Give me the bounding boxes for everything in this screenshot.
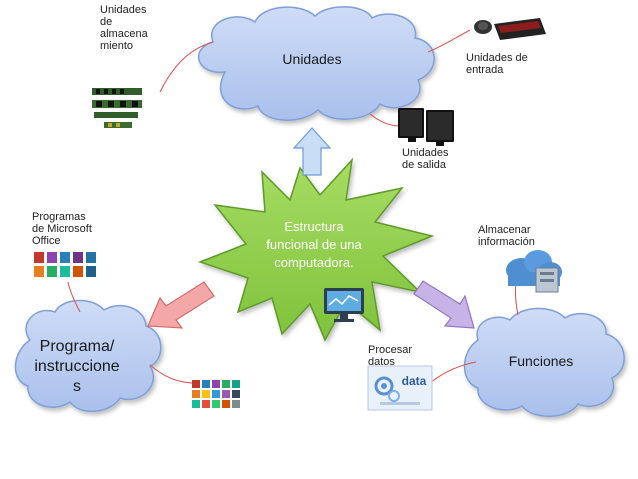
connector-procesar	[429, 361, 477, 384]
arrow-left	[147, 281, 215, 329]
connector-salida	[369, 113, 401, 127]
cloud-storage-icon	[506, 250, 562, 293]
connector-almacenamiento	[159, 41, 214, 93]
node-programa: Programa/ instruccione s	[34, 338, 120, 395]
center-star	[197, 157, 435, 342]
label-almacenamiento: Unidades de almacena miento	[100, 4, 148, 52]
arrow-right	[413, 280, 475, 329]
memory-modules-icon	[92, 88, 142, 128]
node-unidades: Unidades	[282, 51, 342, 67]
arrow-up	[292, 127, 332, 176]
cloud-unidades	[197, 6, 435, 121]
connector-software	[149, 364, 193, 384]
keyboard-mouse-icon	[474, 18, 546, 40]
connector-office	[67, 281, 81, 313]
label-entrada: Unidades de entrada	[466, 52, 528, 76]
monitor-chart-icon	[324, 288, 364, 322]
connector-almacenar	[514, 281, 519, 316]
data-logo-text: data	[401, 374, 427, 388]
software-apps-icon	[192, 380, 240, 408]
node-funciones: Funciones	[508, 353, 574, 369]
cloud-programa	[14, 299, 162, 413]
monitors-icon	[398, 108, 454, 146]
center-label: Estructura funcional de una computadora.	[266, 219, 362, 270]
office-apps-icon	[34, 252, 96, 277]
data-processing-icon	[367, 365, 433, 411]
label-office: Programas de Microsoft Office	[32, 211, 92, 247]
connector-entrada	[427, 29, 471, 53]
cloud-funciones	[463, 307, 625, 417]
label-procesar: Procesar datos	[368, 344, 413, 368]
label-salida: Unidades de salida	[402, 147, 449, 171]
label-almacenar: Almacenar información	[478, 224, 535, 248]
